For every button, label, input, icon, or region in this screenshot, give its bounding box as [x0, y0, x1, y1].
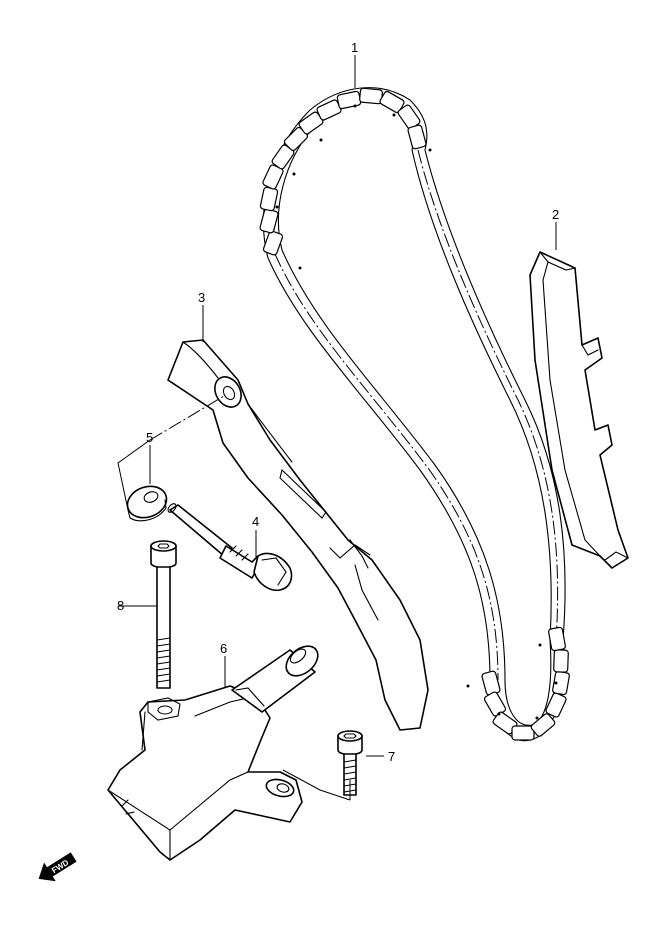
long-cap-screw[interactable] — [150, 540, 177, 689]
callout-labels: 1 2 3 4 5 6 7 8 — [117, 40, 559, 764]
callout-1: 1 — [351, 40, 358, 55]
callout-5: 5 — [146, 430, 153, 445]
leader-lines — [117, 55, 557, 801]
callout-8: 8 — [117, 598, 124, 613]
pivot-bolt[interactable] — [166, 502, 293, 592]
short-cap-screw[interactable] — [337, 730, 363, 796]
chain-bottom-links — [466, 626, 570, 742]
callout-4: 4 — [252, 514, 259, 529]
cam-chain[interactable] — [259, 87, 570, 742]
washer[interactable] — [123, 481, 171, 523]
callout-6: 6 — [220, 641, 227, 656]
callout-3: 3 — [198, 290, 205, 305]
chain-tensioner-arm[interactable] — [167, 339, 429, 731]
callout-2: 2 — [552, 207, 559, 222]
chain-top-links — [259, 87, 432, 270]
callout-7: 7 — [388, 749, 395, 764]
cam-chain-guide[interactable] — [529, 251, 629, 569]
fwd-arrow-icon: FWD — [38, 852, 77, 882]
chain-tensioner-adjuster[interactable] — [107, 640, 324, 861]
